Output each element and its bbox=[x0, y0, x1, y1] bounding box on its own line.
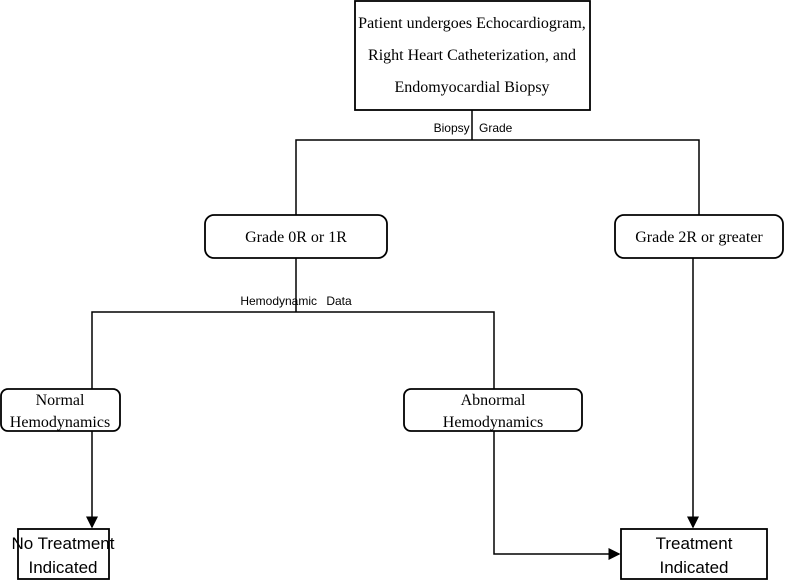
edge-label-hemodynamic: Hemodynamic Data bbox=[240, 294, 352, 308]
arrow-abnormal-to-treatment bbox=[493, 431, 621, 560]
svg-text:No Treatment: No Treatment bbox=[12, 534, 115, 553]
svg-text:Normal: Normal bbox=[36, 392, 85, 409]
node-normal: Normal Hemodynamics bbox=[0, 388, 121, 432]
svg-text:Hemodynamics: Hemodynamics bbox=[443, 414, 543, 431]
node-grade-low: Grade 0R or 1R bbox=[204, 214, 388, 259]
svg-text:Right Heart Catheterization, a: Right Heart Catheterization, and bbox=[368, 47, 576, 64]
node-start: Patient undergoes Echocardiogram, Right … bbox=[354, 0, 591, 111]
svg-text:Abnormal: Abnormal bbox=[461, 392, 526, 409]
node-no-treatment: No Treatment Indicated bbox=[12, 528, 115, 580]
connector-hemo-split bbox=[91, 311, 495, 389]
connector-biopsy-split bbox=[295, 139, 700, 215]
svg-text:Patient undergoes Echocardiogr: Patient undergoes Echocardiogram, bbox=[358, 15, 586, 32]
svg-text:Grade 2R or greater: Grade 2R or greater bbox=[635, 229, 763, 246]
node-abnormal: Abnormal Hemodynamics bbox=[403, 388, 583, 432]
svg-text:Indicated: Indicated bbox=[29, 558, 98, 577]
svg-text:Hemodynamics: Hemodynamics bbox=[10, 414, 110, 431]
svg-text:Grade 0R or 1R: Grade 0R or 1R bbox=[245, 229, 347, 246]
svg-text:Indicated: Indicated bbox=[660, 558, 729, 577]
svg-text:Treatment: Treatment bbox=[656, 534, 733, 553]
edge-label-biopsy-text: Biopsy Grade bbox=[434, 121, 513, 135]
svg-text:Endomyocardial Biopsy: Endomyocardial Biopsy bbox=[394, 79, 549, 96]
node-treatment: Treatment Indicated bbox=[620, 528, 768, 580]
connectors bbox=[86, 110, 700, 560]
node-grade-high: Grade 2R or greater bbox=[614, 214, 784, 259]
